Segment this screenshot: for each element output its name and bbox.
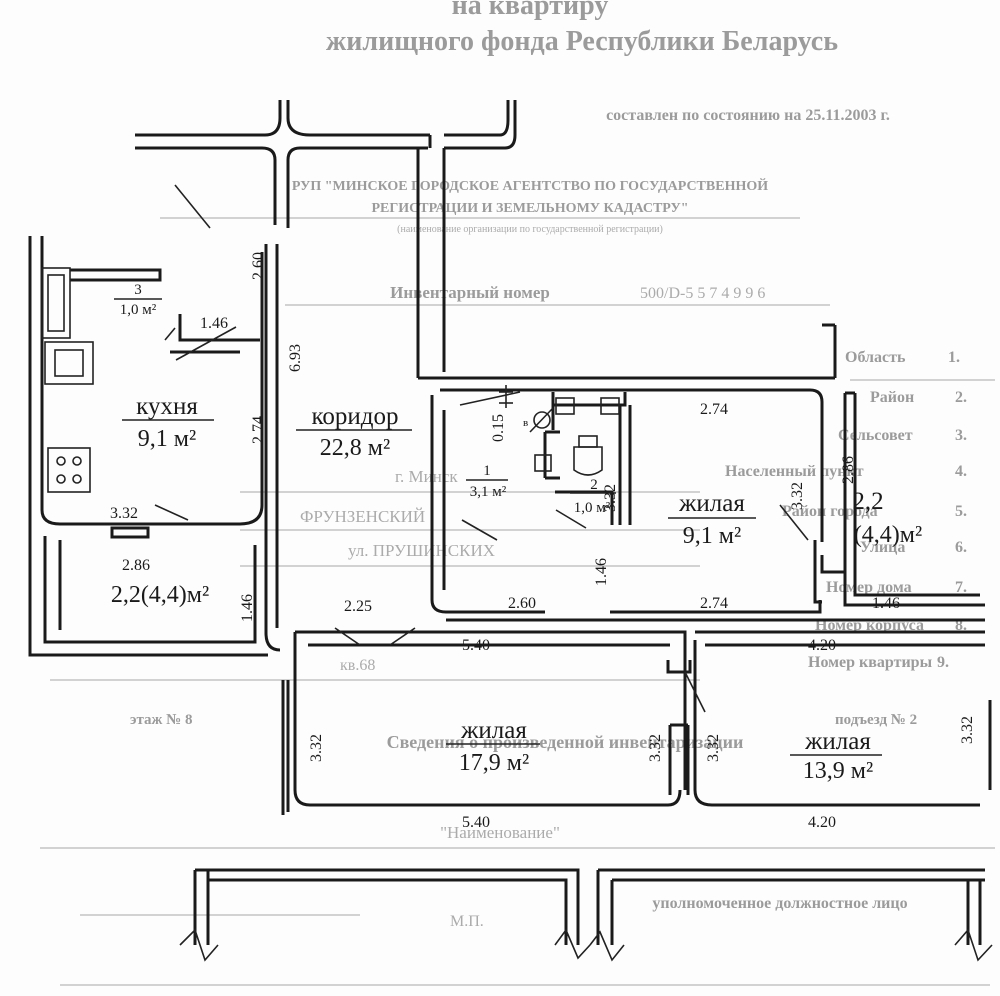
room-kitchen-name: кухня [136,393,198,420]
fixtures [41,267,822,604]
dim-label: 1.46 [200,315,228,332]
form-compiled-date: составлен по состоянию на 25.11.2003 г. [606,107,890,124]
form-row-4-num: 4. [955,463,967,480]
kitchen-cabinet [41,267,71,339]
form-row-6-value: ул. ПРУШИНСКИХ [348,541,495,560]
floor-drain [533,411,551,429]
form-entrance: подъезд № 2 [835,712,917,728]
form-row-6-num: 6. [955,539,967,556]
form-row-4-value: г. Минск [395,467,458,486]
door-swings [154,184,809,713]
bath-cabinet-2 [600,397,620,415]
dim-label: 1.46 [872,595,900,612]
dim-label: 2.86 [122,557,150,574]
room-kitchen-area: 9,1 м² [138,426,196,452]
room-living-large-name: жилая [460,717,527,744]
form-row-5-num: 5. [955,503,967,520]
walls [28,100,993,962]
dim-label: 2.74 [700,401,728,418]
room-living-medium-area: 13,9 м² [803,758,873,784]
dim-label: 2.86 [840,456,857,484]
room-3-area: 1,0 м² [120,302,157,318]
room-living-large-area: 17,9 м² [459,750,529,776]
background-form: на квартиру жилищного фонда Республики Б… [40,0,995,986]
marker-v: в [523,417,528,429]
room-labels: 3 1,0 м² кухня 9,1 м² коридор 22,8 м² 1 … [111,282,922,784]
dim-label: 3.32 [789,482,806,510]
dimension-labels: 2.60 1.46 6.93 2.74 3.32 2.86 1.46 2.25 … [110,252,976,831]
form-floor: этаж № 8 [130,712,192,728]
wc-shelf [534,454,552,472]
dim-label: 2.60 [250,252,267,280]
form-row-7-num: 7. [955,579,967,596]
form-inventory-label: Инвентарный номер [390,283,550,302]
form-inventory-value: 500/D-5 5 7 4 9 9 6 [640,285,765,302]
dim-label: 3.32 [705,734,722,762]
dim-label: 3.32 [647,734,664,762]
form-row-5-value: ФРУНЗЕНСКИЙ [300,507,425,526]
form-row-7-label: Номер дома [826,579,912,596]
stove [47,447,91,493]
room-corridor-area: 22,8 м² [320,435,390,461]
form-row-6-label: Улица [860,539,905,556]
dim-label: 3.32 [959,716,976,744]
form-name-label: "Наименование" [440,823,560,842]
dim-label: 3.32 [110,505,138,522]
room-1-area: 3,1 м² [470,484,507,500]
dim-label: 2.74 [700,595,728,612]
dim-label: 1.46 [593,558,610,586]
dim-label: 6.93 [287,344,304,372]
form-agency-caption: (наименование организации по государстве… [397,224,663,235]
form-official-label: уполномоченное должностное лицо [652,895,907,912]
dim-label: 5.40 [462,637,490,654]
form-agency-1: РУП "МИНСКОЕ ГОРОДСКОЕ АГЕНТСТВО ПО ГОСУ… [292,177,768,194]
dim-label: 4.20 [808,814,836,831]
form-row-9-num: 9. [937,654,949,671]
room-3-id: 3 [134,282,142,298]
form-row-2-label: Район [870,389,914,406]
form-row-1: 1. [948,349,960,366]
form-heading-1: на квартиру [452,0,609,21]
room-living-small-name: жилая [678,490,745,517]
dim-label: 0.15 [490,414,507,442]
dim-label: 2.74 [250,416,267,444]
toilet-icon [573,446,603,476]
room-living-medium-name: жилая [804,728,871,755]
form-row-1-label: Область [845,349,906,366]
form-section-title: Сведения о произведенной инвентаризации [387,732,744,752]
form-row-4-label: Населенный пункт [725,463,864,480]
dim-label: 4.20 [808,637,836,654]
dim-label: 5.40 [462,814,490,831]
kitchen-sink [44,341,94,385]
room-1-id: 1 [483,463,491,479]
dim-label: 3.32 [602,484,619,512]
room-living-small-area: 9,1 м² [683,523,741,549]
form-mp: М.П. [450,913,484,930]
form-heading-2: жилищного фонда Республики Беларусь [326,26,838,57]
bath-cabinet-1 [555,397,575,415]
room-corridor-name: коридор [312,403,399,430]
form-row-9-label: Номер квартиры [808,654,933,671]
balcony-right-name: 2,2 [852,488,883,515]
dim-label: 2.25 [344,598,372,615]
balcony-left-label: 2,2(4,4)м² [111,582,209,608]
room-2-id: 2 [590,477,598,493]
dim-label: 2.60 [508,595,536,612]
form-row-3-label: Сельсовет [838,427,913,444]
form-agency-2: РЕГИСТРАЦИИ И ЗЕМЕЛЬНОМУ КАДАСТРУ" [371,201,688,216]
form-row-2-num: 2. [955,389,967,406]
balcony-right-area: (4,4)м² [854,522,922,548]
dim-label: 3.32 [308,734,325,762]
form-row-9-value: кв.68 [340,657,375,674]
form-row-3-num: 3. [955,427,967,444]
room-2-area: 1,0 м² [574,500,611,516]
dim-label: 1.46 [239,594,256,622]
